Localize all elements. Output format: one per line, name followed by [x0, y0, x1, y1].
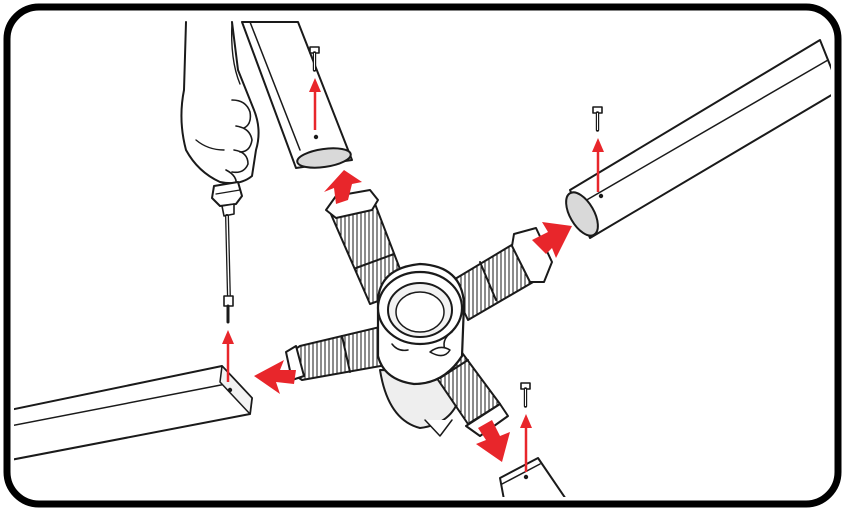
screwdriver-icon	[211, 181, 243, 324]
bolt-arrow	[222, 330, 234, 382]
bolt-icon	[309, 46, 320, 72]
arrow-icon	[254, 360, 296, 394]
hub-arm-right	[449, 227, 553, 321]
tube-top	[241, 21, 353, 169]
bolt-icon	[592, 106, 603, 132]
bolt-arrow	[520, 414, 532, 472]
arrow-icon	[324, 170, 362, 204]
bolt-arrow	[309, 78, 321, 130]
bolt-arrow	[592, 138, 604, 192]
tube-right	[565, 39, 831, 239]
hub-connector	[285, 189, 553, 437]
bolt-icon	[520, 382, 531, 408]
arrow-icon	[476, 420, 510, 462]
arrow-icon	[532, 222, 572, 258]
